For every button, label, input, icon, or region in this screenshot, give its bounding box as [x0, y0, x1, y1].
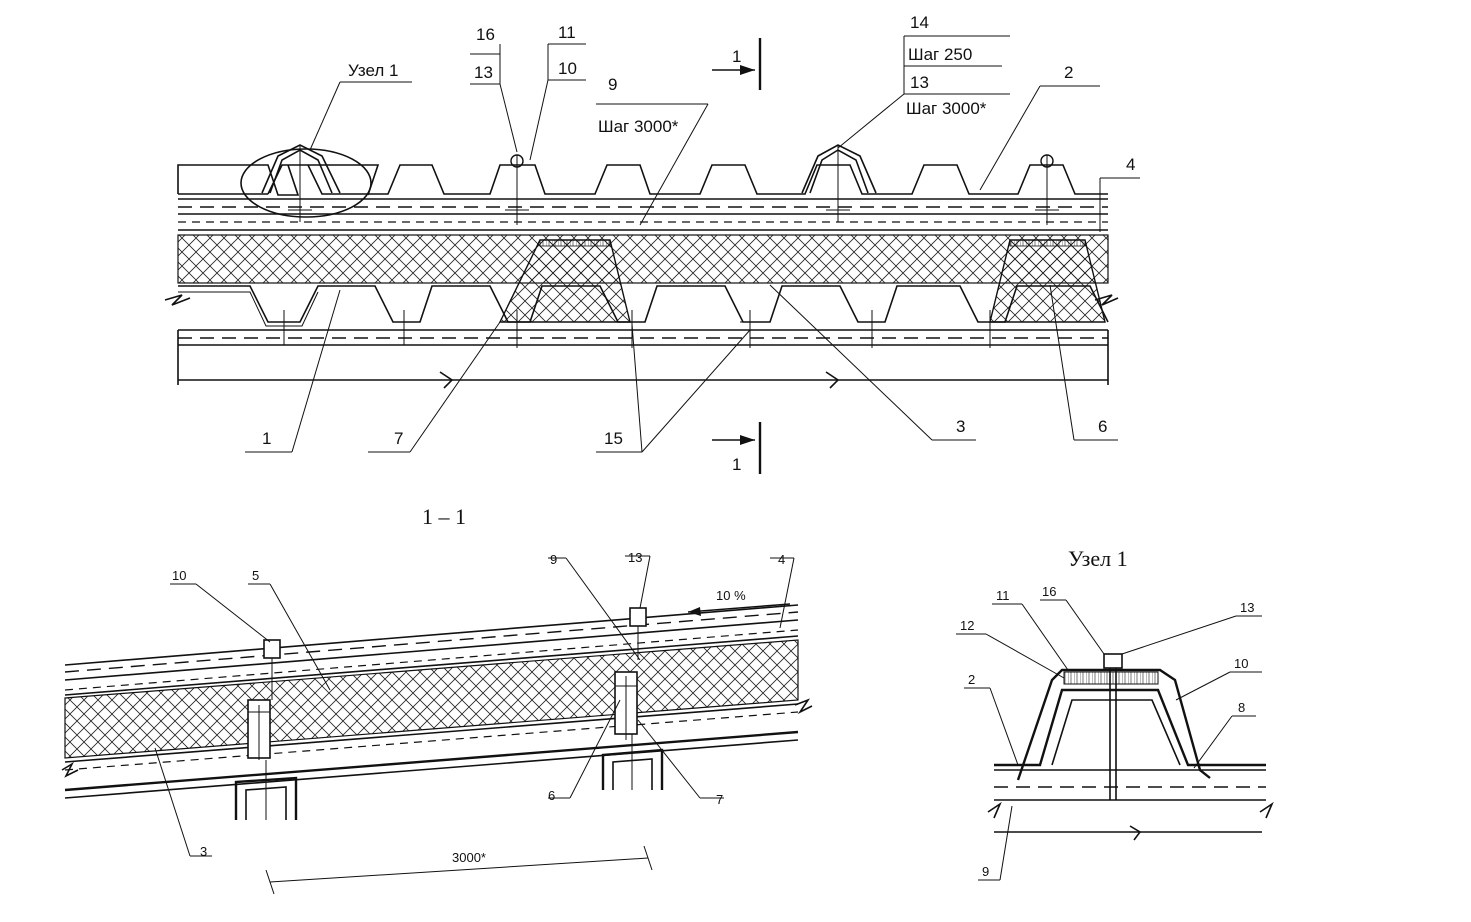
- section-label-bottom: 1: [732, 455, 741, 474]
- bolt: [505, 154, 529, 225]
- label-11: 11: [558, 23, 576, 42]
- node-gasket: [1063, 671, 1159, 685]
- gasket: [1009, 239, 1086, 247]
- cap-profile: [801, 144, 877, 222]
- section-label-top: 1: [732, 47, 741, 66]
- node-label-11: 11: [996, 588, 1010, 603]
- label-4: 4: [1126, 155, 1135, 174]
- section-label-5: 5: [252, 568, 259, 583]
- section-view: 1 – 1: [61, 504, 813, 895]
- label-13-b: 13: [910, 73, 929, 92]
- slope-label: 10 %: [716, 588, 746, 603]
- bolt-10: [263, 639, 281, 700]
- support-post: [247, 699, 271, 760]
- label-10: 10: [558, 59, 577, 78]
- label-13-b-step: Шаг 3000*: [906, 99, 987, 118]
- node-bolt: [1103, 653, 1123, 800]
- node-detail: Узел 1 11 16: [956, 546, 1274, 881]
- label-14: 14: [910, 13, 929, 32]
- section-label-13: 13: [628, 550, 642, 565]
- label-13: 13: [474, 63, 493, 82]
- support-post: [614, 671, 638, 740]
- bolt: [1035, 154, 1059, 225]
- insulation-layer: [177, 234, 1109, 284]
- section-label-7: 7: [716, 792, 723, 807]
- bolt-13: [629, 607, 647, 660]
- label-7: 7: [394, 429, 403, 448]
- upper-profiled-sheet: [177, 164, 1108, 196]
- node-title: Узел 1: [1068, 546, 1128, 571]
- node-label-12: 12: [960, 618, 974, 633]
- node-label-16: 16: [1042, 584, 1056, 599]
- section-mark-top: [712, 38, 762, 90]
- plan-view: Узел 1 16 13 11 10 9 Шаг 3000* 14 Шаг 25…: [164, 13, 1140, 474]
- dimension-3000: 3000*: [452, 850, 486, 865]
- cap-profile: [261, 144, 341, 222]
- node-label-10: 10: [1234, 656, 1248, 671]
- label-9-step: Шаг 3000*: [598, 117, 679, 136]
- section-mark-bottom: [712, 422, 762, 474]
- label-2: 2: [1064, 63, 1073, 82]
- label-6: 6: [1098, 417, 1107, 436]
- insulation-pocket: [989, 239, 1106, 323]
- node-ref-label: Узел 1: [348, 61, 398, 80]
- label-14-step: Шаг 250: [908, 45, 972, 64]
- label-16: 16: [476, 25, 495, 44]
- section-label-10: 10: [172, 568, 186, 583]
- label-1: 1: [262, 429, 271, 448]
- node-label-13: 13: [1240, 600, 1254, 615]
- label-15: 15: [604, 429, 623, 448]
- node-cap-profile: [1016, 668, 1211, 781]
- node-label-9: 9: [982, 864, 989, 879]
- node-label-2: 2: [968, 672, 975, 687]
- section-label-4: 4: [778, 552, 785, 567]
- section-label-9: 9: [550, 552, 557, 567]
- purlin: [234, 760, 298, 820]
- lower-profiled-sheet: [178, 285, 1109, 323]
- section-label-6: 6: [548, 788, 555, 803]
- node-1-callout-ellipse: [240, 148, 372, 218]
- label-3: 3: [956, 417, 965, 436]
- purlin: [601, 734, 664, 790]
- gasket: [539, 239, 611, 247]
- label-9: 9: [608, 75, 617, 94]
- section-title: 1 – 1: [422, 504, 466, 529]
- section-label-3: 3: [200, 844, 207, 859]
- node-label-8: 8: [1238, 700, 1245, 715]
